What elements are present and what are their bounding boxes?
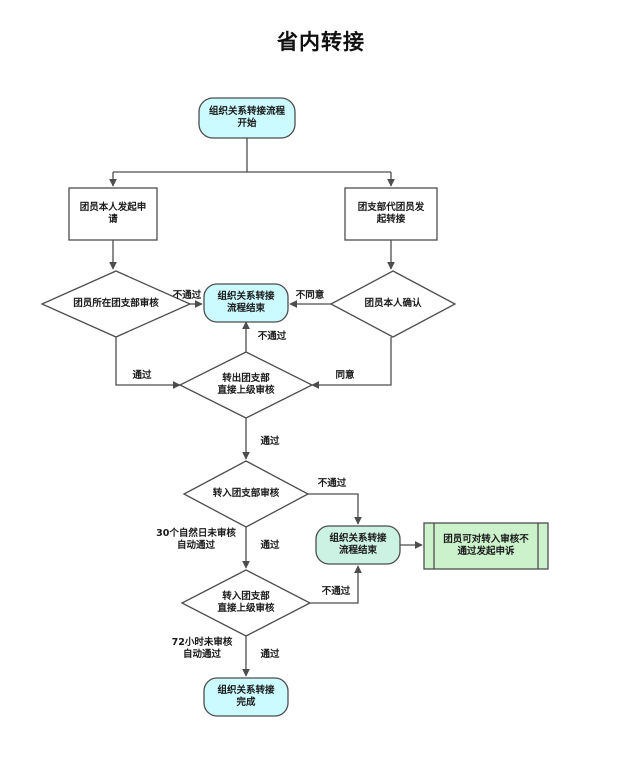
node-branch-initiate[interactable] bbox=[344, 187, 438, 241]
node-end-mid[interactable] bbox=[315, 525, 401, 565]
node-end-top[interactable] bbox=[203, 283, 289, 323]
node-member-branch-review[interactable] bbox=[40, 270, 192, 338]
node-in-branch-superior-review[interactable] bbox=[180, 569, 312, 637]
node-in-branch-review[interactable] bbox=[182, 460, 310, 528]
edge-group: end_top --> end_top --> out_branch_super… bbox=[109, 138, 423, 677]
edge-superior-fail-endmid bbox=[310, 565, 362, 604]
edge-confirm-agree-out bbox=[311, 337, 392, 389]
node-out-branch-superior-review[interactable] bbox=[178, 351, 314, 419]
node-start[interactable] bbox=[198, 97, 296, 139]
edge-review-pass-out bbox=[115, 337, 181, 389]
node-complete[interactable] bbox=[203, 677, 289, 717]
node-appeal[interactable] bbox=[423, 522, 549, 570]
node-member-initiate[interactable] bbox=[68, 187, 158, 241]
node-group bbox=[40, 97, 549, 717]
page-title: 省内转接 bbox=[277, 30, 365, 54]
node-member-confirm[interactable] bbox=[329, 270, 457, 338]
edge-in-fail-endmid bbox=[308, 493, 362, 525]
